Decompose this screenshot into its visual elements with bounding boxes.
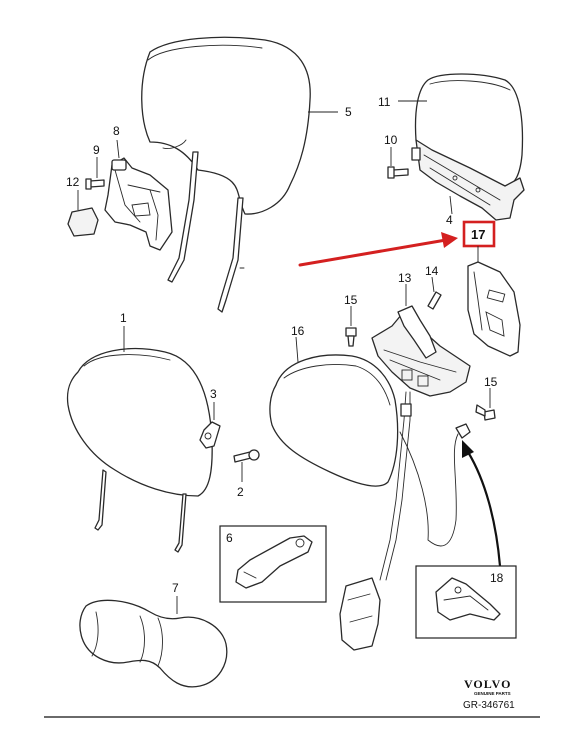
callout-4: 4 (446, 213, 453, 227)
cable-harness (339, 391, 471, 651)
part-15-screw-left (345, 306, 357, 347)
callout-2: 2 (237, 485, 244, 499)
part-14-screw (427, 276, 442, 310)
part-10-screw (387, 147, 409, 179)
document-number: GR-346761 (463, 700, 515, 711)
part-13-latch-mechanism (371, 284, 471, 397)
part-8-guide-bracket (104, 139, 187, 251)
callout-15a: 15 (344, 293, 358, 307)
callout-18: 18 (490, 571, 504, 585)
part-15-screw-right (475, 388, 496, 421)
part-3-clip (199, 402, 221, 449)
part-6-panel (219, 525, 327, 603)
brand-subtitle: GENUINE PARTS (474, 691, 511, 696)
callout-9: 9 (93, 143, 100, 157)
callout-15b: 15 (484, 375, 498, 389)
part-12-cover-cap (67, 190, 99, 237)
callout-1: 1 (120, 311, 127, 325)
callout-12: 12 (66, 175, 80, 189)
part-17-back-cover (467, 246, 521, 357)
brand-logo: VOLVO (464, 677, 511, 691)
leader-4 (449, 195, 453, 215)
callout-13: 13 (398, 271, 412, 285)
leader-16 (295, 336, 299, 363)
callout-14: 14 (425, 264, 439, 278)
callout-3: 3 (210, 387, 217, 401)
part-4-headrest-frame (411, 139, 525, 221)
part-17-highlight-box (462, 220, 496, 248)
part-18-callout-arrow (462, 440, 502, 567)
brand-block: VOLVO GENUINE PARTS GR-346761 (463, 677, 515, 711)
part-7-neck-pillow (79, 596, 228, 688)
part-18-panel (415, 565, 517, 639)
callout-7: 7 (172, 581, 179, 595)
callout-8: 8 (113, 124, 120, 138)
callout-10: 10 (384, 133, 398, 147)
callout-5: 5 (345, 105, 352, 119)
part-2-screw (233, 449, 260, 482)
leader-14 (431, 276, 435, 293)
callout-11: 11 (378, 95, 391, 109)
part-5-headrest-cushion (141, 36, 338, 313)
callout-16: 16 (291, 324, 305, 338)
callout-6: 6 (226, 531, 233, 545)
highlight-arrow (298, 232, 458, 267)
leader-8 (116, 139, 120, 159)
callout-17: 17 (471, 227, 485, 242)
callout-labels: 5 8 9 12 11 10 4 17 14 13 15 16 15 1 3 2… (66, 95, 504, 595)
part-9-screw (85, 157, 105, 190)
part-16-cushion-pad (269, 336, 399, 487)
part-1-headrest (66, 326, 213, 553)
